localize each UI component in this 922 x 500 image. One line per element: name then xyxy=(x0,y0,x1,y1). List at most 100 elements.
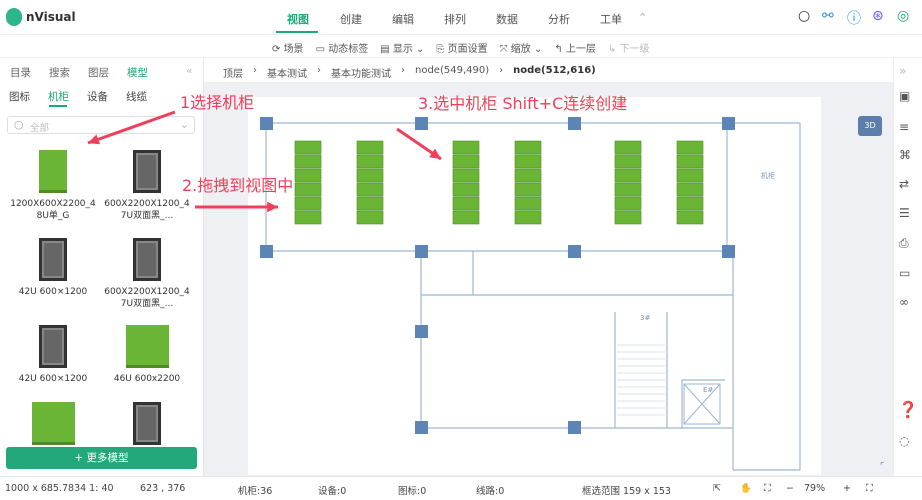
tab-search[interactable]: 搜索 xyxy=(49,67,70,79)
right-toolbar xyxy=(893,58,922,476)
dynamic-label-button[interactable]: ▭ 动态标签 xyxy=(315,44,369,55)
layers-icon[interactable]: ≡ xyxy=(899,120,910,134)
nav-workorder[interactable]: 工单 xyxy=(600,13,622,26)
model-item[interactable] xyxy=(102,402,192,474)
subtab-cabinets[interactable]: 机柜 xyxy=(48,91,69,103)
model-item[interactable]: 600X2200X1200_47U双面黑_... xyxy=(102,150,192,222)
print-icon[interactable]: ⎙ xyxy=(899,236,909,250)
model-item[interactable] xyxy=(8,402,98,474)
nav-data[interactable]: 数据 xyxy=(496,13,518,26)
model-item[interactable]: 42U 600×1200 xyxy=(8,238,98,310)
cabinet xyxy=(294,182,322,197)
3d-view-button[interactable]: 3D xyxy=(858,116,882,136)
model-label: 600X2200X1200_47U双面黑_... xyxy=(104,199,190,221)
fullscreen-icon[interactable]: ⛶ xyxy=(866,483,873,494)
display-dropdown[interactable]: ▤ 显示 ⌄ xyxy=(380,44,425,55)
model-item[interactable]: 46U 600x2200 xyxy=(102,325,192,397)
cabinet xyxy=(676,182,704,197)
cabinet xyxy=(614,154,642,169)
annotation-step1: 1选择机柜 xyxy=(180,93,255,112)
nav-create[interactable]: 创建 xyxy=(340,13,362,26)
subtab-icons[interactable]: 图标 xyxy=(9,91,30,103)
down-level-button[interactable]: ↳ 下一级 xyxy=(607,44,650,55)
line-count: 线路:0 xyxy=(476,486,505,497)
zoom-label: 缩放 xyxy=(510,44,531,55)
elevator-label: E# xyxy=(703,386,713,394)
status-bar xyxy=(0,476,922,500)
cabinet xyxy=(356,210,384,225)
network-icon[interactable]: ⌘ xyxy=(899,148,911,162)
help-icon[interactable]: ❓ xyxy=(898,400,918,419)
annotation-step3: 3.选中机柜 Shift+C连续创建 xyxy=(418,94,628,113)
building-column xyxy=(260,117,273,130)
select-tool-icon[interactable]: ⇱ xyxy=(713,483,721,494)
scene-button[interactable]: ⟳ 场景 xyxy=(272,44,304,55)
building-column xyxy=(415,421,428,434)
zoom-out-button[interactable]: − xyxy=(786,483,794,494)
nav-edit[interactable]: 编辑 xyxy=(392,13,414,26)
tab-models[interactable]: 模型 xyxy=(127,67,148,79)
breadcrumb-item[interactable]: 顶层 xyxy=(223,69,243,80)
tab-catalog[interactable]: 目录 xyxy=(10,67,31,79)
fit-icon[interactable]: ⌜ xyxy=(880,462,885,472)
collapse-panel-icon[interactable]: « xyxy=(186,65,193,77)
cabinet xyxy=(356,196,384,211)
list-icon[interactable]: ☰ xyxy=(899,206,910,220)
model-item[interactable]: 1200X600X2200_48U单_G xyxy=(8,150,98,222)
breadcrumb-item[interactable]: node(549,490) xyxy=(415,65,490,76)
tab-layers[interactable]: 图层 xyxy=(88,67,109,79)
subtab-devices[interactable]: 设备 xyxy=(87,91,108,103)
model-item[interactable]: 600X2200X1200_47U双面黑_... xyxy=(102,238,192,310)
model-search-select[interactable]: ○ 全部 ⌄ xyxy=(7,116,195,134)
subtab-indicator xyxy=(49,105,67,107)
toolbar xyxy=(0,35,922,58)
more-models-button[interactable]: + 更多模型 xyxy=(6,447,197,469)
page-settings-button[interactable]: ⎘ 页面设置 xyxy=(436,44,488,55)
cabinet xyxy=(514,210,542,225)
image-icon[interactable]: ▣ xyxy=(899,89,911,103)
chevron-down-icon: ⌄ xyxy=(179,118,189,131)
breadcrumb-row: 顶层 › 基本测试 › 基本功能测试 › node(549,490) › nod… xyxy=(223,65,596,80)
collapse-nav-icon[interactable]: ⌃ xyxy=(638,11,648,24)
expand-icon[interactable]: » xyxy=(899,64,907,78)
nav-analysis[interactable]: 分析 xyxy=(548,13,570,26)
nav-arrange[interactable]: 排列 xyxy=(444,13,466,26)
cabinet xyxy=(356,154,384,169)
pan-tool-icon[interactable]: ✋ xyxy=(740,483,752,494)
search-icon[interactable]: ○ xyxy=(798,8,811,24)
user-icon[interactable]: ◎ xyxy=(897,8,910,24)
zoom-in-button[interactable]: + xyxy=(843,483,851,494)
swap-icon[interactable]: ⇄ xyxy=(899,177,910,191)
model-label: 46U 600x2200 xyxy=(113,374,181,384)
share-icon[interactable]: ⚯ xyxy=(822,8,834,24)
cursor-position: 623 , 376 xyxy=(140,483,186,494)
breadcrumb-item[interactable]: 基本功能测试 xyxy=(331,69,391,80)
device-count: 设备:0 xyxy=(318,486,347,497)
breadcrumb-item[interactable]: 基本测试 xyxy=(267,69,307,80)
model-item[interactable]: 42U 600×1200 xyxy=(8,325,98,397)
cabinet xyxy=(676,196,704,211)
building-column xyxy=(568,245,581,258)
cabinet-thumbnail xyxy=(125,325,169,368)
chat-icon[interactable]: ◌ xyxy=(899,434,910,448)
building-column xyxy=(722,117,735,130)
cabinet-thumbnail xyxy=(39,150,67,193)
settings-icon[interactable]: ⊛ xyxy=(872,8,884,24)
nvisual-logo xyxy=(6,8,22,26)
cabinet-thumbnail xyxy=(39,238,67,281)
zoom-dropdown[interactable]: ⤧ 缩放 ⌄ xyxy=(499,44,543,55)
down-level-label: 下一级 xyxy=(619,44,650,55)
building-column xyxy=(722,245,735,258)
building-column xyxy=(415,325,428,338)
page-settings-label: 页面设置 xyxy=(447,44,488,55)
icon-count: 图标:0 xyxy=(398,486,427,497)
up-level-button[interactable]: ↰ 上一层 xyxy=(554,44,596,55)
fit-screen-icon[interactable]: ⛶ xyxy=(764,483,771,494)
info-icon[interactable]: ⓘ xyxy=(847,11,861,27)
subtab-cables[interactable]: 线缆 xyxy=(126,91,147,103)
nav-view[interactable]: 视图 xyxy=(287,13,309,26)
link-icon[interactable]: ∞ xyxy=(899,295,909,309)
breadcrumb-current: node(512,616) xyxy=(513,65,596,76)
monitor-icon[interactable]: ▭ xyxy=(899,266,911,280)
